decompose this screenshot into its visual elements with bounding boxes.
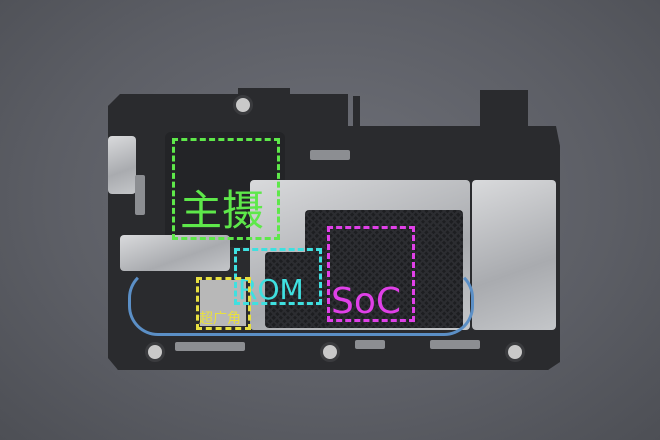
right-shield [472,180,556,330]
mount-hole [505,342,525,362]
mount-hole [233,95,253,115]
rom-box [234,248,322,305]
mount-hole [320,342,340,362]
mount-hole [145,342,165,362]
connector [135,175,145,215]
soc-label: SoC [331,281,402,322]
connector [355,340,385,349]
connector [310,150,350,160]
left-mid-shield [120,235,230,271]
main-camera-label: 主摄 [180,186,265,235]
main-camera-box [172,138,280,240]
ultrawide-box [196,277,251,330]
connector [175,342,245,351]
soc-shield [305,210,463,328]
left-top-shield [108,136,136,194]
connector [430,340,480,349]
ultrawide-label: 超广角 [199,311,241,327]
rom-shield [265,252,325,328]
coax-cable [128,268,474,336]
soc-box [327,226,415,322]
